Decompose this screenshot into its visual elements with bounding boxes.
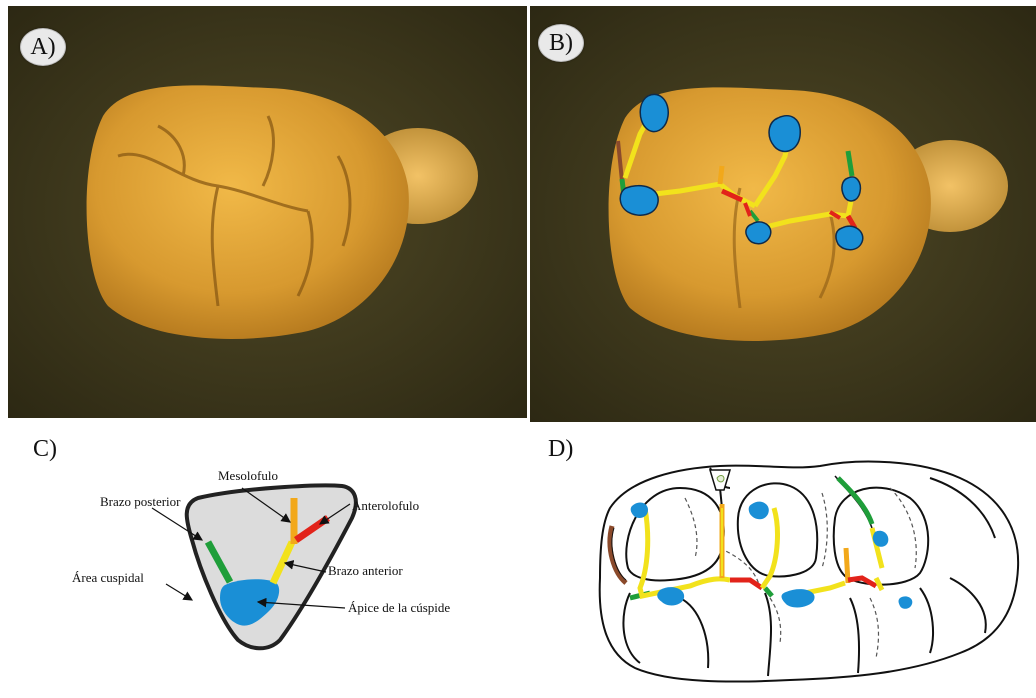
panel-a-label: A) [20, 28, 66, 66]
panel-b-label: B) [538, 24, 584, 62]
tooth-photo-b [530, 6, 1036, 422]
tooth-photo-a [8, 6, 527, 418]
label-apice: Ápice de la cúspide [348, 600, 450, 616]
label-mesolofulo: Mesolofulo [218, 468, 278, 484]
label-brazo-posterior: Brazo posterior [100, 494, 181, 510]
tooth-outline [600, 462, 1018, 682]
panel-a-photo: A) [8, 6, 527, 418]
panel-d-diagram [590, 448, 1030, 694]
panel-c-diagram: Mesolofulo Anterolofulo Brazo posterior … [70, 460, 490, 660]
label-area-cuspidal: Área cuspidal [72, 570, 144, 586]
label-anterolofulo: Anterolofulo [352, 498, 419, 514]
panel-b-photo: B) [530, 6, 1036, 422]
label-brazo-anterior: Brazo anterior [328, 563, 403, 579]
panel-d-label: D) [548, 436, 573, 463]
panel-c-label: C) [33, 436, 57, 463]
